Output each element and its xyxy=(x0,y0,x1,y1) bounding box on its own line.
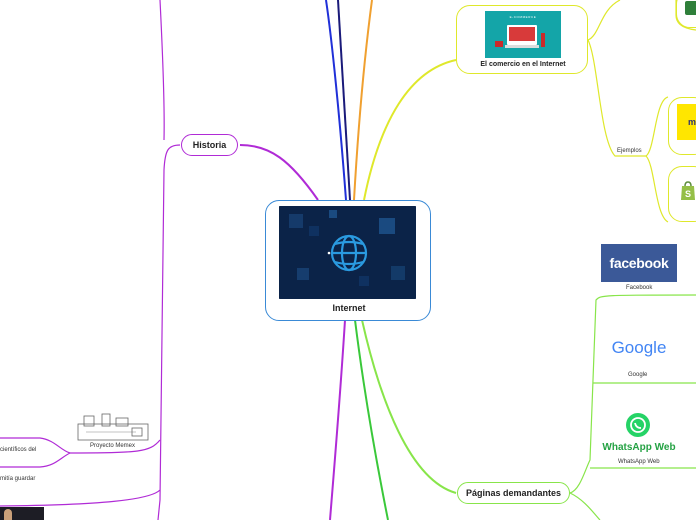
whatsapp-node[interactable]: WhatsApp Web xyxy=(598,408,680,458)
whatsapp-logo-text: WhatsApp Web xyxy=(602,442,676,453)
memex-text-2: mitía guardar xyxy=(0,476,36,482)
connector-comercio-right xyxy=(587,0,621,41)
connector-green-1 xyxy=(354,319,389,520)
google-label: Google xyxy=(628,372,648,378)
ejemplo-1-node[interactable]: m xyxy=(668,97,696,155)
connector-orange xyxy=(353,0,373,201)
connector-ejemplo-2 xyxy=(645,155,669,223)
memex-text-1: científicos del xyxy=(0,447,37,453)
connector-ejemplos xyxy=(587,39,646,157)
connector-historia xyxy=(239,144,319,201)
historia-node[interactable]: Historia xyxy=(181,134,238,156)
connector-memex-b xyxy=(0,452,71,468)
connector-blue xyxy=(325,0,347,201)
ecommerce-image: E-COMMERCE xyxy=(485,11,561,58)
whatsapp-label: WhatsApp Web xyxy=(618,459,660,465)
bottom-left-image xyxy=(0,507,44,520)
connector-paginas-trunk xyxy=(569,294,696,494)
central-node[interactable]: Internet xyxy=(265,200,431,321)
ecommerce-banner-text: E-COMMERCE xyxy=(509,15,537,19)
facebook-label: Facebook xyxy=(626,285,653,291)
comercio-node[interactable]: E-COMMERCE El comercio en el Internet xyxy=(456,5,588,74)
connector-memex-a xyxy=(0,437,71,454)
connector-memex xyxy=(69,439,161,454)
connector-historia-bottom xyxy=(0,489,161,507)
ejemplos-label[interactable]: Ejemplos xyxy=(617,148,642,154)
memex-label[interactable]: Proyecto Memex xyxy=(90,443,136,449)
connector-comercio xyxy=(363,59,457,201)
globe-icon xyxy=(330,234,368,272)
svg-text:S: S xyxy=(685,189,691,199)
comercio-label: El comercio en el Internet xyxy=(480,61,566,68)
top-right-node[interactable] xyxy=(676,0,696,28)
ejemplo-2-node[interactable]: S xyxy=(668,166,696,222)
mercadolibre-logo-image: m xyxy=(677,104,696,140)
connector-paginas xyxy=(361,319,457,494)
top-right-image xyxy=(685,1,696,15)
central-label: Internet xyxy=(332,303,366,313)
connector-ejemplo-1 xyxy=(645,96,669,157)
connector-purple-bottom xyxy=(329,319,346,520)
memex-image xyxy=(76,412,150,442)
internet-image xyxy=(279,206,416,299)
connector-navy xyxy=(337,0,351,201)
connector-historia-top xyxy=(159,0,165,141)
connector-historia-trunk xyxy=(157,144,181,520)
whatsapp-icon xyxy=(626,413,650,437)
paginas-node[interactable]: Páginas demandantes xyxy=(457,482,570,504)
shopify-bag-icon: S xyxy=(681,181,695,200)
facebook-logo[interactable]: facebook xyxy=(601,244,677,282)
google-logo[interactable]: Google xyxy=(611,338,667,357)
connector-paginas-down xyxy=(569,492,601,520)
